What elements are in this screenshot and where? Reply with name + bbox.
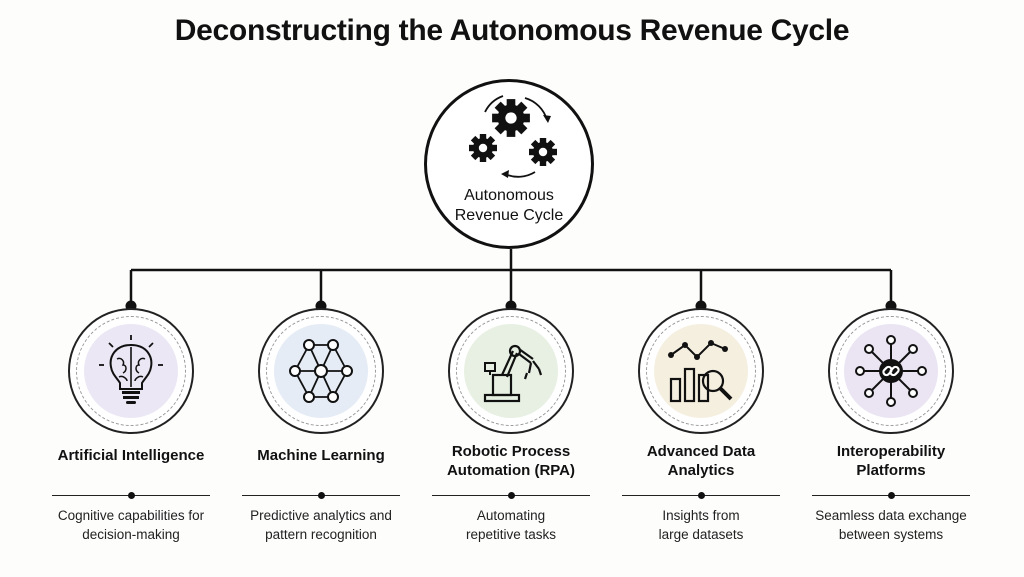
node-title: Robotic Process Automation (RPA) <box>428 442 594 480</box>
page-title: Deconstructing the Autonomous Revenue Cy… <box>174 14 850 47</box>
hub-circle: Autonomous Revenue Cycle <box>424 79 594 249</box>
node-title-line2: Platforms <box>856 462 926 479</box>
node-icon-ring <box>68 308 194 434</box>
node-desc-line2: pattern recognition <box>265 527 377 542</box>
node-description: Seamless data exchange between systems <box>798 506 984 544</box>
icon-tint <box>274 324 368 418</box>
node-icon-ring <box>448 308 574 434</box>
node-title-line1: Advanced Data <box>646 443 756 460</box>
divider-dot <box>318 492 325 499</box>
node-title: Artificial Intelligence <box>48 446 214 465</box>
node-icon-ring <box>258 308 384 434</box>
chart-magnifier-icon <box>668 340 733 403</box>
node-title-line1: Interoperability <box>836 443 946 460</box>
robot-arm-icon <box>483 344 543 403</box>
node-description: Cognitive capabilities for decision-maki… <box>38 506 224 544</box>
node-desc-line2: repetitive tasks <box>465 527 557 542</box>
icon-tint <box>84 324 178 418</box>
node-description: Predictive analytics and pattern recogni… <box>228 506 414 544</box>
icon-tint <box>654 324 748 418</box>
node-title-line1: Robotic Process <box>451 443 571 460</box>
icon-tint <box>844 324 938 418</box>
node-desc-line1: Automating <box>476 508 546 523</box>
node-desc-line2: large datasets <box>658 527 744 542</box>
icon-tint <box>464 324 558 418</box>
node-description: Insights from large datasets <box>608 506 794 544</box>
node-title: Interoperability Platforms <box>808 442 974 480</box>
node-title: Machine Learning <box>238 446 404 465</box>
divider-dot <box>508 492 515 499</box>
neural-network-icon <box>289 339 353 403</box>
node-desc-line1: Predictive analytics and <box>250 508 392 523</box>
divider-dot <box>128 492 135 499</box>
node-desc-line2: between systems <box>838 527 944 542</box>
node-title-line1: Artificial Intelligence <box>57 447 205 464</box>
node-title-line2: Automation (RPA) <box>446 462 576 479</box>
node-desc-line1: Cognitive capabilities for <box>57 508 205 523</box>
hub-label-line2: Revenue Cycle <box>454 207 564 224</box>
gears-cycle-icon <box>469 95 557 178</box>
node-icon-ring <box>638 308 764 434</box>
node-desc-line1: Insights from <box>662 508 740 523</box>
node-title: Advanced Data Analytics <box>618 442 784 480</box>
hub-label: Autonomous Revenue Cycle <box>427 186 591 226</box>
hub-label-line1: Autonomous <box>464 187 554 204</box>
node-desc-line2: decision-making <box>82 527 180 542</box>
node-icon-ring <box>828 308 954 434</box>
divider-dot <box>888 492 895 499</box>
divider-dot <box>698 492 705 499</box>
node-title-line2: Analytics <box>667 462 735 479</box>
brain-bulb-icon <box>99 335 163 404</box>
node-desc-line1: Seamless data exchange <box>815 508 967 523</box>
node-description: Automating repetitive tasks <box>418 506 604 544</box>
link-hub-icon <box>855 335 927 407</box>
node-title-line1: Machine Learning <box>257 447 385 464</box>
